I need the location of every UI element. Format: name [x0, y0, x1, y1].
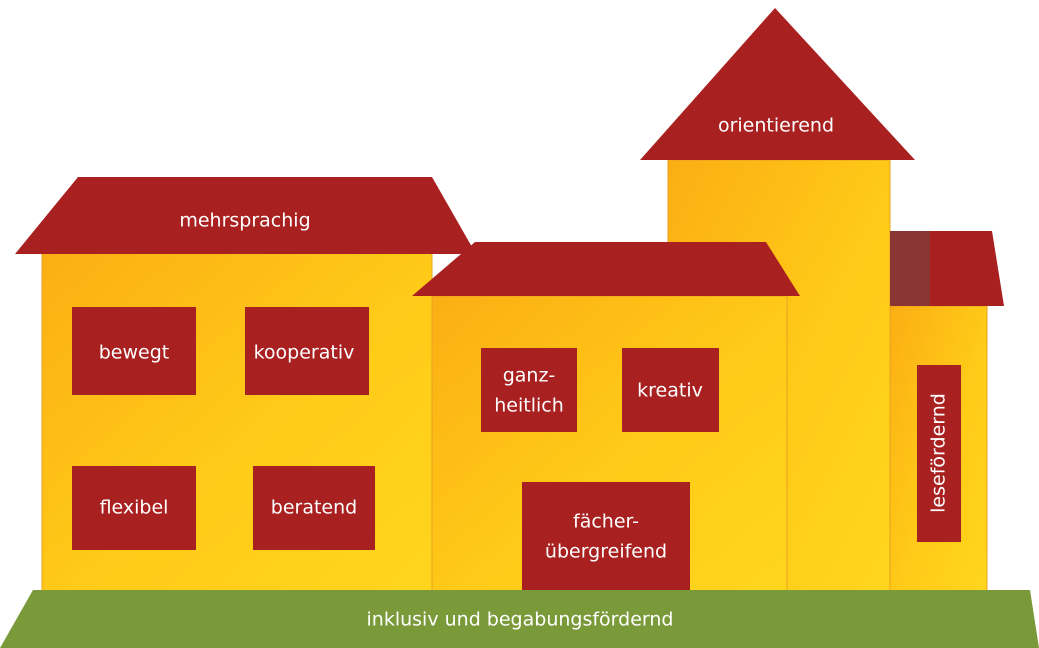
roof-label-orientierend: orientierend: [718, 115, 834, 137]
tower-roof: [640, 8, 915, 160]
room-label-bewegt: bewegt: [99, 342, 170, 364]
room-label-beratend: beratend: [271, 497, 357, 519]
roof-label-mehrsprachig: mehrsprachig: [179, 210, 310, 232]
room-label-kreativ: kreativ: [637, 380, 703, 402]
room-label-flexibel: flexibel: [100, 497, 169, 519]
right-wing-roof: [924, 231, 1004, 306]
box-kreativ: [622, 348, 719, 432]
box-faecher: [522, 482, 690, 592]
box-bewegt: [72, 307, 196, 395]
foundation-label: inklusiv und begabungsfördernd: [367, 609, 674, 631]
room-label-ganzheitlich-line1: ganz-: [503, 365, 556, 387]
room-label-faecher-line2: übergreifend: [545, 541, 667, 563]
room-label-lesefoerdernd: lesefördernd: [928, 393, 950, 513]
foundation-ground: [0, 590, 1039, 648]
box-lesefoerdernd: [917, 365, 961, 542]
box-ganzheitlich: [481, 348, 577, 432]
left-roof: [15, 177, 476, 254]
room-label-faecher-line1: fächer-: [573, 511, 639, 533]
room-label-ganzheitlich-line2: heitlich: [494, 395, 564, 417]
box-kooperativ: [245, 307, 369, 395]
chimney: [890, 231, 930, 306]
box-flexibel: [72, 466, 196, 550]
room-label-kooperativ: kooperativ: [254, 342, 355, 364]
box-beratend: [253, 466, 375, 550]
middle-roof: [412, 242, 800, 296]
